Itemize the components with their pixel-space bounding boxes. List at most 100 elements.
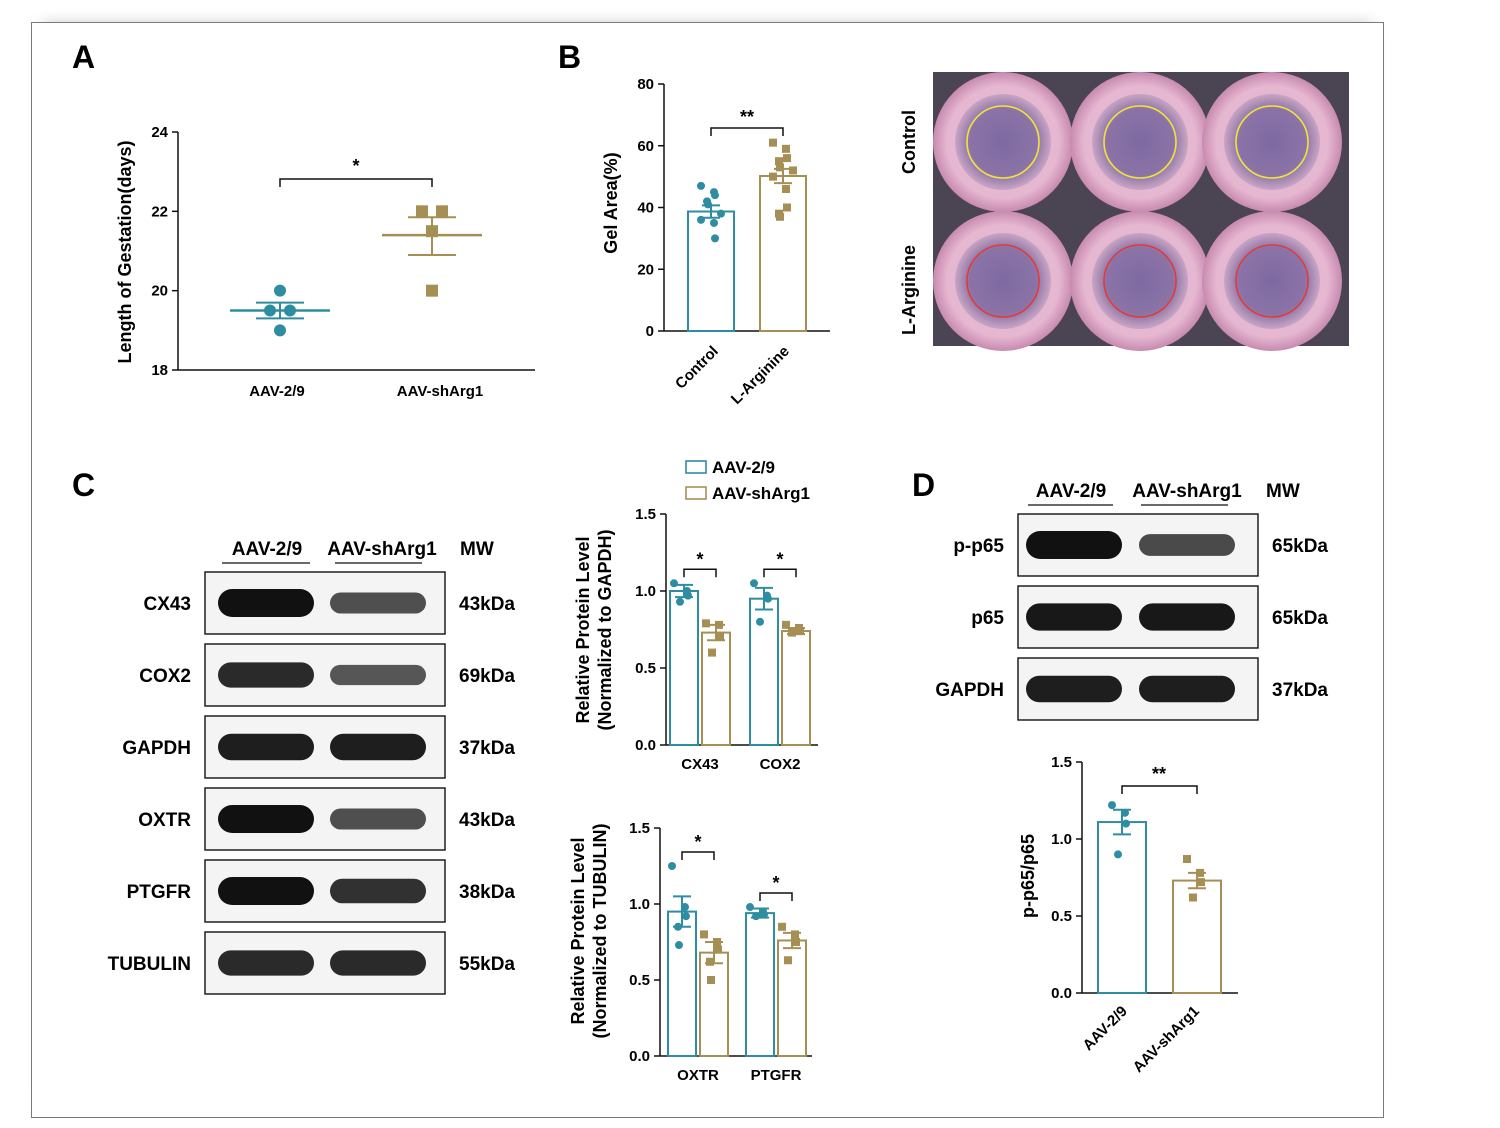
c2-x-tick: PTGFR: [751, 1067, 802, 1084]
a-point: [416, 205, 428, 218]
a-ytick-label: 22: [151, 203, 168, 220]
c1-sig-bracket: [763, 568, 797, 578]
b-point: [775, 157, 783, 166]
c2-point: [682, 912, 690, 921]
gel-outline-ring: [1103, 105, 1177, 179]
c1-point: [702, 619, 710, 628]
panel-label-d: D: [912, 467, 935, 503]
b-point: [697, 215, 705, 224]
a-ytick-label: 20: [151, 283, 168, 300]
gel-outline-ring: [1103, 244, 1177, 318]
d-band: [1026, 675, 1122, 703]
well-gel: [955, 233, 1051, 329]
c1-bar: [749, 597, 779, 747]
d-ytick-label: 1.0: [1051, 831, 1072, 848]
d-lane-header-aav29: AAV-2/9: [1036, 481, 1106, 502]
b-x-tick-control: Control: [672, 343, 722, 393]
c1-ytick-label: 0.5: [635, 660, 656, 677]
d-y-label: p-p65/p65: [1018, 834, 1038, 918]
c-legend: AAV-2/9 AAV-shArg1: [685, 458, 810, 503]
c2-point: [792, 938, 800, 946]
c1-point: [716, 631, 724, 640]
d-mw-header: MW: [1266, 481, 1300, 502]
c-band: [218, 877, 314, 905]
c-band: [330, 950, 426, 976]
c-band: [218, 805, 314, 833]
panel-d-bar-chart: 0.00.51.01.5** p-p65/p65 AAV-2/9 AAV-shA…: [1018, 754, 1238, 1076]
c2-sig-bracket: [681, 851, 715, 860]
c1-x-tick: COX2: [760, 756, 801, 773]
c2-sig-star: *: [694, 832, 701, 852]
d-point: [1121, 808, 1129, 817]
c1-bar: [781, 630, 811, 746]
c2-ytick-label: 1.0: [629, 896, 650, 913]
c-band: [330, 878, 426, 904]
d-band: [1026, 531, 1122, 559]
b-ytick-label: 80: [637, 76, 654, 93]
c1-x-tick: CX43: [681, 756, 719, 773]
c2-point: [784, 956, 792, 965]
b-ytick-label: 20: [637, 261, 654, 278]
c-lane-header-aav29: AAV-2/9: [232, 539, 302, 560]
d-mw-label: 65kDa: [1272, 536, 1328, 557]
c-band: [330, 808, 426, 830]
b-bar: [687, 210, 735, 332]
b-sig-stars: **: [740, 107, 754, 127]
panel-label-a: A: [72, 39, 95, 75]
c-mw-header: MW: [460, 539, 494, 560]
c2-ytick-label: 0.5: [629, 972, 650, 989]
c2-point: [681, 903, 689, 912]
c2-bar: [745, 912, 775, 1057]
c-band: [218, 950, 314, 976]
a-point: [274, 284, 286, 297]
c2-y-label-2: (Normalized to TUBULIN): [590, 824, 610, 1039]
c-mw-label: 43kDa: [459, 594, 515, 615]
c2-point: [752, 912, 760, 921]
photo-row-label-larginine: L-Arginine: [899, 245, 919, 335]
d-point: [1197, 878, 1205, 887]
gel-outline-ring: [966, 105, 1040, 179]
a-sig-star: *: [352, 156, 359, 176]
gel-outline-ring: [1235, 244, 1309, 318]
c2-point: [674, 922, 682, 931]
d-x-tick-asharg1: AAV-shArg1: [1130, 1003, 1203, 1076]
d-sig-bracket: [1121, 785, 1198, 794]
well-gel: [1092, 233, 1188, 329]
photo-row-label-control: Control: [899, 110, 919, 174]
b-point: [769, 138, 777, 147]
c-band: [218, 589, 314, 617]
a-x-tick-aav29: AAV-2/9: [249, 383, 305, 400]
b-point: [704, 200, 712, 209]
c1-bar: [669, 590, 699, 746]
d-band: [1139, 603, 1235, 631]
d-lane-header-asharg1: AAV-shArg1: [1132, 481, 1242, 502]
c-mw-label: 37kDa: [459, 738, 515, 759]
a-y-label: Length of Gestation(days): [115, 140, 135, 363]
b-ytick-label: 40: [637, 200, 654, 217]
c2-point: [706, 957, 714, 966]
c-band: [330, 592, 426, 614]
b-point: [711, 234, 719, 243]
legend-label-aav29: AAV-2/9: [712, 458, 775, 477]
c1-point: [788, 628, 796, 637]
d-point: [1108, 801, 1116, 810]
c1-sig-bracket: [683, 568, 717, 578]
d-mw-label: 65kDa: [1272, 608, 1328, 629]
c1-y-label-1: Relative Protein Level: [573, 536, 593, 723]
c2-point: [791, 930, 799, 939]
c1-point: [756, 617, 764, 626]
d-bar: [1097, 821, 1147, 994]
c1-ytick-label: 1.0: [635, 583, 656, 600]
d-ytick-label: 0.0: [1051, 985, 1072, 1002]
d-point: [1114, 850, 1122, 859]
well-gel: [1092, 94, 1188, 190]
c2-point: [668, 862, 676, 870]
b-point: [782, 144, 790, 153]
legend-label-asharg1: AAV-shArg1: [712, 484, 810, 503]
d-band: [1139, 534, 1235, 556]
c2-point: [760, 910, 768, 919]
c2-point: [707, 976, 715, 984]
d-band: [1026, 603, 1122, 631]
